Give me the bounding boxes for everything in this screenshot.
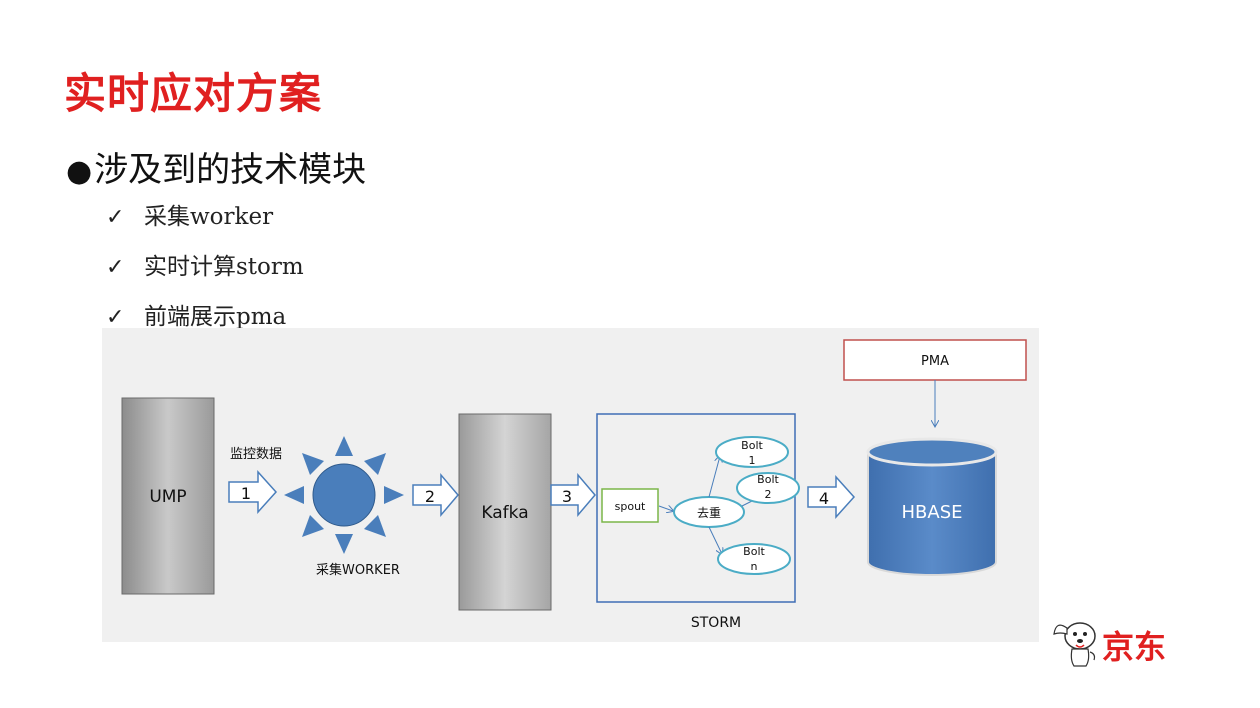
bolt-1-node: [715, 436, 789, 468]
main-bullet: ●涉及到的技术模块: [66, 142, 366, 191]
flow-arrow-4: 4: [807, 475, 856, 519]
storm-label: STORM: [691, 615, 741, 631]
sub-item-worker: ✓ 采集worker: [106, 198, 304, 248]
bolt-2-node: [736, 472, 800, 504]
pma-label: PMA: [921, 354, 949, 369]
slide-title: 实时应对方案: [64, 69, 323, 118]
jd-logo-text: 京东: [1102, 628, 1166, 666]
bolt-1-label: Bolt: [741, 439, 763, 452]
hbase-label: HBASE: [902, 502, 963, 523]
step-4-label: 4: [819, 489, 829, 508]
step-2-label: 2: [425, 487, 435, 506]
kafka-box: Kafka: [458, 413, 552, 611]
sub-item-storm: ✓ 实时计算storm: [106, 248, 304, 298]
bolt-n-label: Bolt: [743, 545, 765, 558]
bolt-2-index: 2: [765, 488, 772, 501]
flow-arrow-3: 3: [550, 472, 596, 518]
sub-bullet-list: ✓ 采集worker ✓ 实时计算storm ✓ 前端展示pma: [106, 198, 304, 348]
flow-arrow-2: 2: [412, 472, 459, 518]
spout-label: spout: [615, 500, 646, 513]
bolt-2-label: Bolt: [757, 473, 779, 486]
jd-logo: 京东: [1050, 614, 1210, 674]
bolt-n-node: [717, 543, 791, 575]
storm-container: spout 去重 Bolt 1 Bolt 2 Bolt n: [596, 413, 800, 603]
sub-item-pma: ✓ 前端展示pma: [106, 298, 304, 348]
step-3-label: 3: [562, 487, 572, 506]
jd-dog-mascot-icon: 京东: [1053, 622, 1166, 667]
bullet-dot-icon: ●: [66, 154, 93, 189]
checkmark-icon: ✓: [106, 305, 125, 330]
sub-item-label: 采集worker: [144, 204, 274, 230]
ump-label: UMP: [149, 487, 186, 507]
spout-box: [601, 488, 659, 523]
sub-item-label: 前端展示pma: [144, 304, 287, 330]
sub-item-label: 实时计算storm: [144, 254, 304, 280]
worker-sun-icon: [284, 436, 404, 554]
bolt-n-index: n: [751, 560, 758, 573]
architecture-diagram: UMP 监控数据 1 采集WORKER 2: [102, 328, 1039, 642]
bolt-1-index: 1: [749, 454, 756, 467]
flow-arrow-1: 1: [228, 470, 278, 514]
monitor-data-label: 监控数据: [230, 447, 282, 462]
main-bullet-text: 涉及到的技术模块: [94, 150, 367, 190]
step-1-label: 1: [241, 484, 251, 503]
kafka-label: Kafka: [481, 503, 528, 523]
diagram-canvas: UMP 监控数据 1 采集WORKER 2: [121, 339, 1027, 631]
checkmark-icon: ✓: [106, 205, 125, 230]
worker-label: 采集WORKER: [316, 562, 400, 578]
dedup-label: 去重: [697, 506, 721, 520]
hbase-cylinder: HBASE: [866, 437, 998, 576]
checkmark-icon: ✓: [106, 255, 125, 280]
ump-box: UMP: [121, 397, 215, 595]
pma-box: PMA: [843, 339, 1027, 381]
